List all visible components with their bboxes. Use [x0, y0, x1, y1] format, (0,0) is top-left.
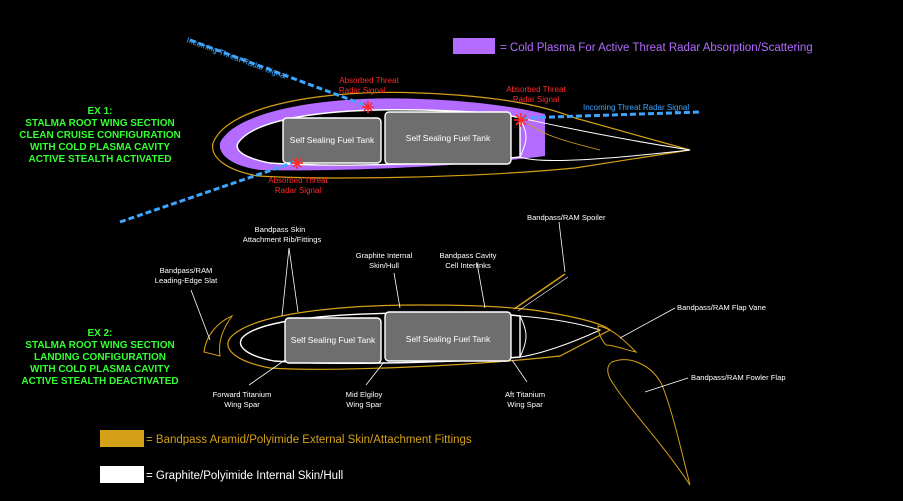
absorbed-3-line-1: Absorbed Threat [268, 176, 328, 185]
ex1-fuel-tank-2 [384, 111, 512, 165]
incoming-signal-bottom [119, 160, 296, 224]
ex1-wing: Self Sealing Fuel Tank Self Sealing Fuel… [212, 91, 691, 179]
label-fwd-spar-2: Wing Spar [224, 400, 260, 409]
label-spoiler: Bandpass/RAM Spoiler [527, 213, 606, 222]
absorbed-2-line-2: Radar Signal [513, 95, 559, 104]
ex2-line-1: EX 2: [87, 328, 112, 339]
ex2-line-3: LANDING CONFIGURATION [34, 352, 166, 363]
ex2-caption: EX 2: STALMA ROOT WING SECTION LANDING C… [21, 328, 178, 387]
label-fwd-spar-1: Forward Titanium [213, 390, 272, 399]
graphite-legend-label: = Graphite/Polyimide Internal Skin/Hull [146, 470, 343, 482]
ex2-line-2: STALMA ROOT WING SECTION [25, 340, 174, 351]
aramid-swatch [100, 430, 144, 447]
ex2-tank-2-label: Self Sealing Fuel Tank [406, 334, 491, 344]
ex1-flap-line [527, 123, 601, 151]
label-graphite-2: Skin/Hull [369, 261, 399, 270]
absorbed-2-line-1: Absorbed Threat [506, 85, 566, 94]
plasma-swatch [453, 38, 495, 54]
graphite-swatch [100, 466, 144, 483]
plasma-legend-label: = Cold Plasma For Active Threat Radar Ab… [500, 42, 813, 54]
ex1-line-3: CLEAN CRUISE CONFIGURATION [19, 130, 180, 141]
ex2-fuel-tank-1 [284, 317, 382, 364]
label-slat-1: Bandpass/RAM [160, 266, 213, 275]
label-mid-spar-2: Wing Spar [346, 400, 382, 409]
legend-aramid: = Bandpass Aramid/Polyimide External Ski… [100, 430, 472, 447]
ex2-leader-lines [190, 221, 689, 393]
label-flap-vane: Bandpass/RAM Flap Vane [677, 303, 766, 312]
incoming-signal-right [521, 110, 701, 120]
label-aft-spar-1: Aft Titanium [505, 390, 545, 399]
ex1-line-2: STALMA ROOT WING SECTION [25, 118, 174, 129]
incoming-signal-left-label: Incoming Threat Radar Signal [185, 35, 288, 81]
label-rib-2: Attachment Rib/Fittings [243, 235, 322, 244]
absorbed-star-2 [514, 113, 528, 127]
aramid-legend-label: = Bandpass Aramid/Polyimide External Ski… [146, 434, 472, 446]
label-graphite-1: Graphite Internal [356, 251, 413, 260]
ex2-spoiler-edge [517, 276, 569, 312]
ex2-outer-skin [227, 304, 612, 370]
ex1-caption: EX 1: STALMA ROOT WING SECTION CLEAN CRU… [19, 106, 180, 165]
ex2-line-5: ACTIVE STEALTH DEACTIVATED [21, 376, 178, 387]
ex1-line-1: EX 1: [87, 106, 112, 117]
label-rib-1: Bandpass Skin [255, 225, 306, 234]
label-slat-2: Leading-Edge Slat [155, 276, 218, 285]
incoming-signal-right-label: Incoming Threat Radar Signal [583, 103, 689, 112]
label-fowler: Bandpass/RAM Fowler Flap [691, 373, 786, 382]
label-cavity-1: Bandpass Cavity [440, 251, 497, 260]
ex2-aft-section [519, 315, 602, 358]
absorbed-star-3 [291, 157, 303, 169]
ex1-line-5: ACTIVE STEALTH ACTIVATED [29, 154, 172, 165]
ex1-line-4: WITH COLD PLASMA CAVITY [30, 142, 170, 153]
ex2-wing: Self Sealing Fuel Tank Self Sealing Fuel… [203, 273, 691, 486]
legend-plasma: = Cold Plasma For Active Threat Radar Ab… [453, 38, 813, 54]
ex1-tank-2-label: Self Sealing Fuel Tank [406, 133, 491, 143]
absorbed-1-line-1: Absorbed Threat [339, 76, 399, 85]
ex1-tank-1-label: Self Sealing Fuel Tank [290, 135, 375, 145]
ex2-spoiler [513, 273, 566, 310]
ex1-absorbed-markers: Absorbed Threat Radar Signal Absorbed Th… [268, 76, 566, 195]
absorbed-1-line-2: Radar Signal [339, 86, 385, 95]
ex2-annotations: Bandpass/RAM Leading-Edge Slat Bandpass … [155, 213, 786, 409]
absorbed-star-1 [362, 101, 374, 113]
ex2-tank-1-label: Self Sealing Fuel Tank [291, 335, 376, 345]
label-aft-spar-2: Wing Spar [507, 400, 543, 409]
ex2-fowler-flap [607, 359, 691, 486]
legend-graphite: = Graphite/Polyimide Internal Skin/Hull [100, 466, 343, 483]
ex1-aft-section [519, 117, 691, 162]
label-cavity-2: Cell Interlinks [445, 261, 491, 270]
ex2-line-4: WITH COLD PLASMA CAVITY [30, 364, 170, 375]
absorbed-3-line-2: Radar Signal [275, 186, 321, 195]
incoming-signal-top [189, 38, 371, 109]
ex1-fuel-tank-1 [282, 117, 382, 164]
ex2-fuel-tank-2 [384, 311, 512, 362]
ex2-flap-vane [597, 325, 638, 353]
label-mid-spar-1: Mid Elgiloy [346, 390, 383, 399]
